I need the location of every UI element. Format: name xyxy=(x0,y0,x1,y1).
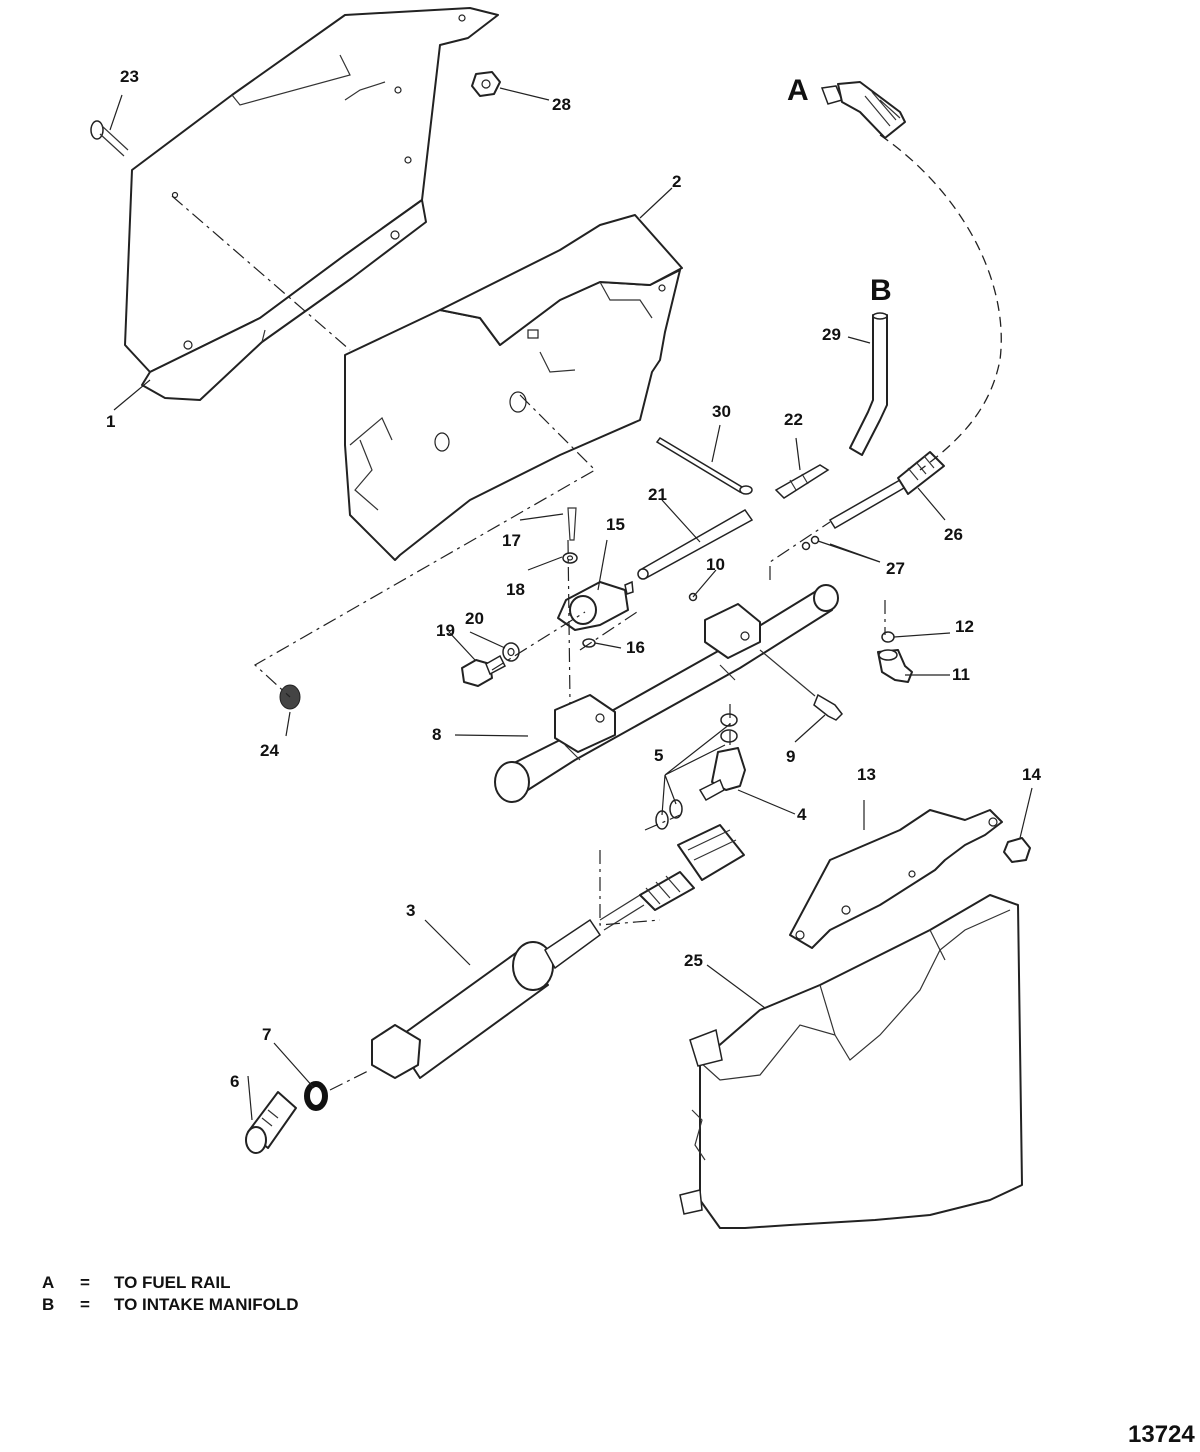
legend-description: TO FUEL RAIL xyxy=(114,1273,231,1292)
part-25-module-cover xyxy=(679,894,1023,1229)
callout-28: 28 xyxy=(552,95,571,114)
callout-29: 29 xyxy=(822,325,841,344)
callout-20: 20 xyxy=(465,609,484,628)
callout-30: 30 xyxy=(712,402,731,421)
part-22-connector xyxy=(774,464,830,499)
callout-14: 14 xyxy=(1022,765,1041,784)
part-8-fuel-rail xyxy=(494,584,839,803)
callout-3: 3 xyxy=(406,901,415,920)
connection-letter-a: A xyxy=(787,74,809,107)
part-29-vacuum-hose xyxy=(849,312,888,456)
part-5-o-rings xyxy=(655,713,738,830)
callout-2: 2 xyxy=(672,172,681,191)
part-1-upper-bracket xyxy=(124,7,499,401)
legend-row-a: A = TO FUEL RAIL xyxy=(42,1273,231,1292)
legend-separator: = xyxy=(80,1273,90,1292)
hose-a-to-fuel-rail xyxy=(820,81,906,139)
figure-number: 13724 xyxy=(1128,1421,1195,1448)
legend-letter: A xyxy=(42,1273,54,1292)
callout-19: 19 xyxy=(436,621,455,640)
callout-9: 9 xyxy=(786,747,795,766)
part-15-pressure-regulator xyxy=(557,580,634,631)
callout-13: 13 xyxy=(857,765,876,784)
callout-16: 16 xyxy=(626,638,645,657)
part-18-washer xyxy=(562,552,578,564)
callout-11: 11 xyxy=(952,665,970,684)
part-3-fuel-pump xyxy=(371,824,745,1079)
part-12-o-ring xyxy=(881,631,895,643)
callout-10: 10 xyxy=(706,555,725,574)
part-23-screw xyxy=(90,120,129,157)
callout-17: 17 xyxy=(502,531,521,550)
connection-letter-b: B xyxy=(870,274,892,307)
part-9-sensor xyxy=(759,649,843,721)
part-14-nut xyxy=(1003,837,1031,863)
legend-description: TO INTAKE MANIFOLD xyxy=(114,1295,298,1314)
connection-letters: A B xyxy=(787,74,892,307)
part-30-rod xyxy=(655,437,753,495)
callout-15: 15 xyxy=(606,515,625,534)
callout-4: 4 xyxy=(797,805,807,824)
callout-12: 12 xyxy=(955,617,974,636)
part-2-housing-bracket xyxy=(344,214,683,561)
part-17-screw xyxy=(567,507,577,541)
legend-letter: B xyxy=(42,1295,54,1314)
part-21-tube xyxy=(637,509,754,580)
callout-25: 25 xyxy=(684,951,703,970)
legend-separator: = xyxy=(80,1295,90,1314)
part-7-gasket xyxy=(304,1081,328,1111)
legend: A = TO FUEL RAIL B = TO INTAKE MANIFOLD xyxy=(42,1273,298,1314)
callout-24: 24 xyxy=(260,741,279,760)
callout-27: 27 xyxy=(886,559,905,578)
part-13-strap xyxy=(789,809,1003,949)
callout-5: 5 xyxy=(654,746,663,765)
part-4-elbow-fitting xyxy=(698,747,746,802)
part-26-hose-fitting xyxy=(828,451,945,530)
assembly-centerlines xyxy=(171,134,1002,1091)
callout-26: 26 xyxy=(944,525,963,544)
callout-18: 18 xyxy=(506,580,525,599)
part-27-o-rings xyxy=(801,535,820,551)
callout-6: 6 xyxy=(230,1072,239,1091)
legend-row-b: B = TO INTAKE MANIFOLD xyxy=(42,1295,298,1314)
part-19-bolt xyxy=(461,654,506,687)
leader-lines xyxy=(109,87,1033,1121)
callout-8: 8 xyxy=(432,725,441,744)
part-16-clip xyxy=(582,638,596,648)
callout-21: 21 xyxy=(648,485,667,504)
part-20-washer xyxy=(502,642,520,662)
part-6-fitting xyxy=(245,1091,297,1154)
callout-23: 23 xyxy=(120,67,139,86)
part-11-elbow-fitting xyxy=(877,649,913,683)
part-28-nut xyxy=(471,71,501,97)
callout-22: 22 xyxy=(784,410,803,429)
callout-7: 7 xyxy=(262,1025,271,1044)
callout-1: 1 xyxy=(106,412,115,431)
callout-labels: 1 2 3 4 5 6 7 8 9 10 11 12 13 14 15 16 1… xyxy=(106,67,1041,1091)
